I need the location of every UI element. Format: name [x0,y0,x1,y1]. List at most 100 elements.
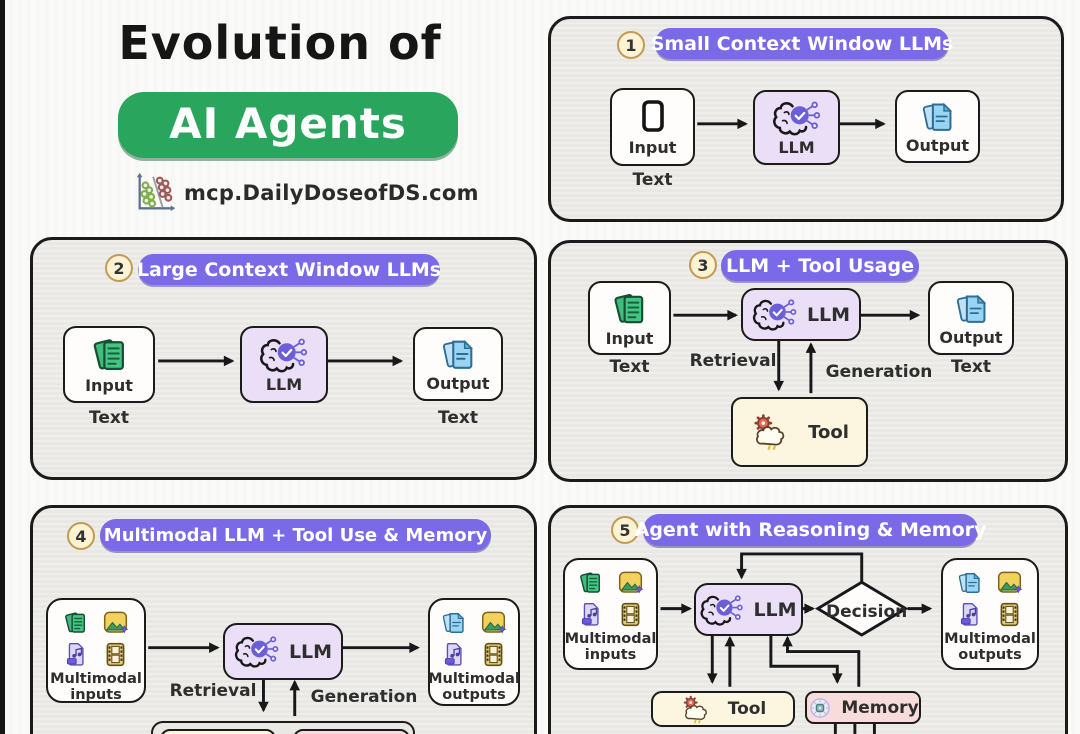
llm-node: LLM [694,583,803,636]
output-modality-icons [956,569,1024,628]
llm-node: LLM [753,90,840,165]
memory-node-cropped [293,729,410,734]
gear-cloud-icon [680,695,718,724]
tool-node-cropped [160,729,276,734]
input-modality-icons [577,569,645,628]
input-node: Input [610,88,695,166]
output-label: Output [939,327,1003,347]
panel-multimodal-tool-memory: 4 Multimodal LLM + Tool Use & Memory Mul… [30,505,537,734]
output-label: Output [426,374,490,393]
input-caption: Text [632,170,673,190]
input-label: Input [628,138,677,157]
llm-label: LLM [753,598,797,621]
panel-number: 1 [617,31,645,59]
output-modality-icons [440,609,508,668]
audio-file-icon [577,601,604,628]
panel-title: Small Context Window LLMs [651,28,953,59]
memory-label: Memory [841,697,919,718]
llm-label: LLM [265,374,303,394]
input-node: Input [63,326,155,403]
page-outline-icon [633,97,673,137]
panel-title: Agent with Reasoning & Memory [635,514,986,546]
input-caption: Text [609,357,650,377]
llm-brain-icon [752,297,798,332]
panel-title: LLM + Tool Usage [721,250,919,281]
blue-doc-icon [953,290,990,327]
audio-file-icon [956,601,983,628]
panel-small-context-llms: 1 Small Context Window LLMs Input Text L… [548,16,1064,222]
blue-doc-icon [440,609,467,636]
blue-doc-icon [919,98,956,135]
panel-number: 4 [67,522,95,550]
panel-title: Large Context Window LLMs [137,254,441,285]
output-node: Output [928,281,1014,355]
memory-node: Memory [805,691,921,724]
panel-number: 3 [689,251,717,279]
memory-chip-icon [807,695,833,721]
retrieval-label: Retrieval [169,681,257,701]
llm-label: LLM [288,640,333,663]
llm-node: LLM [223,623,343,680]
llm-brain-icon [700,593,744,627]
image-icon [617,569,644,596]
tool-label: Tool [727,699,767,719]
panel-large-context-llms: 2 Large Context Window LLMs Input Text L… [30,237,537,480]
image-icon [102,609,129,636]
audio-file-icon [440,641,467,668]
llm-brain-icon [259,336,309,374]
audio-file-icon [62,641,89,668]
tool-node: Tool [731,397,868,467]
llm-label: LLM [806,303,851,326]
llm-node: LLM [240,326,328,403]
llm-brain-icon [772,99,822,137]
gear-cloud-icon [750,413,798,451]
llm-node: LLM [741,288,861,341]
site-url: mcp.DailyDoseofDS.com [184,181,479,205]
input-caption: Text [89,408,129,428]
input-node: Input [588,281,671,355]
image-icon [996,569,1023,596]
tool-label: Tool [808,421,849,443]
green-docs-icon [610,289,649,328]
input-modality-icons [62,609,130,668]
green-docs-icon [577,569,604,596]
input-label: Input [605,328,654,348]
generation-label: Generation [825,362,933,382]
panel-llm-tool-usage: 3 LLM + Tool Usage Input Text LLM Output… [548,240,1068,482]
image-icon [480,609,507,636]
output-caption: Text [438,408,478,428]
blue-doc-icon [439,335,477,373]
input-label: Input [85,376,133,395]
brand-row: mcp.DailyDoseofDS.com [133,170,479,216]
green-docs-icon [62,609,89,636]
film-strip-icon [996,601,1023,628]
film-strip-icon [617,601,644,628]
green-docs-icon [89,334,130,375]
output-node: Output [413,327,503,401]
llm-brain-icon [234,634,280,669]
panel-number: 2 [105,254,133,282]
page-title-badge: AI Agents [118,92,458,158]
output-node: Output [895,90,980,163]
film-strip-icon [480,641,507,668]
panel-title: Multimodal LLM + Tool Use & Memory [100,519,491,551]
blue-doc-icon [956,569,983,596]
tool-node: Tool [651,691,795,727]
generation-label: Generation [310,687,418,707]
film-strip-icon [102,641,129,668]
output-label: Output [905,136,970,155]
panel-number: 5 [611,516,639,544]
panel-agent-reasoning-memory: 5 Agent with Reasoning & Memory Multimod… [548,505,1068,734]
decision-label: Decision [826,602,908,622]
output-caption: Text [951,357,991,377]
screen-edge-mark [0,0,5,734]
retrieval-label: Retrieval [689,351,777,371]
